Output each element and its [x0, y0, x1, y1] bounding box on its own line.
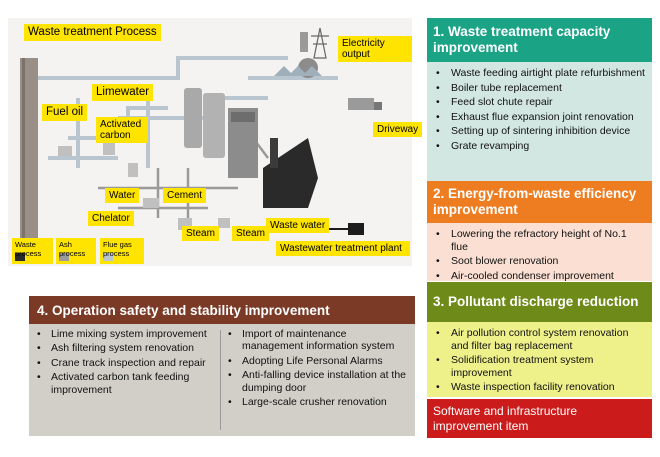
panel-software-title: Software and infrastructure improvement …	[433, 404, 578, 433]
label-waste-water: Waste water	[266, 218, 330, 233]
label-water: Water	[105, 188, 140, 203]
list-item: Lowering the refractory height of No.1 f…	[433, 228, 646, 253]
panel-3-list: Air pollution control system renovation …	[433, 327, 646, 394]
legend-swatch-flue	[103, 253, 113, 261]
list-item: Boiler tube replacement	[433, 82, 646, 95]
diagram-title: Waste treatment Process	[24, 24, 161, 41]
list-item: Air pollution control system renovation …	[433, 327, 646, 352]
panel-1-title: 1. Waste treatment capacity improvement	[433, 23, 611, 55]
list-item: Waste inspection facility renovation	[433, 381, 646, 394]
wastewater-tank	[348, 223, 364, 235]
panel-3-body: Air pollution control system renovation …	[427, 322, 652, 397]
legend-ash-process: Ash process	[56, 238, 96, 264]
process-diagram: Waste treatment Process Electricity outp…	[8, 18, 423, 266]
panel-4-body: Lime mixing system improvement Ash filte…	[29, 324, 415, 436]
truck	[348, 98, 374, 110]
list-item: Air-cooled condenser improvement	[433, 270, 646, 283]
label-chelator: Chelator	[88, 211, 134, 226]
legend-label-flue: Flue gas process	[103, 240, 132, 258]
panel-4-column-1: Lime mixing system improvement Ash filte…	[35, 328, 215, 398]
list-item: Lime mixing system improvement	[35, 328, 215, 341]
list-item: Grate revamping	[433, 140, 646, 153]
list-item: Crane track inspection and repair	[35, 357, 215, 370]
panel-2-header: 2. Energy-from-waste efficiency improvem…	[427, 181, 652, 223]
legend-swatch-waste	[15, 253, 25, 261]
label-steam-2: Steam	[232, 226, 269, 241]
list-item: Setting up of sintering inhibition devic…	[433, 125, 646, 138]
list-item: Exhaust flue expansion joint renovation	[433, 111, 646, 124]
legend-flue-gas-process: Flue gas process	[100, 238, 144, 264]
list-item: Adopting Life Personal Alarms	[226, 355, 408, 368]
label-electricity-output: Electricity output	[338, 36, 412, 62]
list-item: Anti-falling device installation at the …	[226, 369, 408, 394]
label-wastewater-plant: Wastewater treatment plant	[276, 241, 410, 256]
panel-4-list-2: Import of maintenance management informa…	[226, 328, 408, 409]
label-fuel-oil: Fuel oil	[42, 104, 88, 121]
list-item: Soot blower renovation	[433, 255, 646, 268]
panel-2-list: Lowering the refractory height of No.1 f…	[433, 228, 646, 282]
panel-4-title: 4. Operation safety and stability improv…	[37, 302, 330, 318]
panel-2-body: Lowering the refractory height of No.1 f…	[427, 223, 652, 282]
list-item: Waste feeding airtight plate refurbishme…	[433, 67, 646, 80]
list-item: Activated carbon tank feeding improvemen…	[35, 371, 215, 396]
label-limewater: Limewater	[92, 84, 154, 101]
panel-4-column-2: Import of maintenance management informa…	[226, 328, 408, 410]
panel-1-body: Waste feeding airtight plate refurbishme…	[427, 62, 652, 181]
panel-4-header: 4. Operation safety and stability improv…	[29, 296, 415, 324]
bag-filter	[203, 93, 225, 158]
label-cement: Cement	[163, 188, 207, 203]
list-item: Feed slot chute repair	[433, 96, 646, 109]
scrubber-tower	[184, 88, 202, 148]
panel-2-title: 2. Energy-from-waste efficiency improvem…	[433, 185, 637, 217]
panel-1-header: 1. Waste treatment capacity improvement	[427, 18, 652, 62]
waste-pit	[263, 138, 318, 208]
air-cooled-condenser	[274, 66, 322, 76]
label-activated-carbon: Activated carbon	[96, 117, 148, 143]
panel-software-header: Software and infrastructure improvement …	[427, 399, 652, 438]
label-steam-1: Steam	[182, 226, 219, 241]
power-tower	[311, 27, 329, 59]
list-item: Solidification treatment system improvem…	[433, 354, 646, 379]
panel-3-header: 3. Pollutant discharge reduction	[427, 282, 652, 322]
panel-1-list: Waste feeding airtight plate refurbishme…	[433, 67, 646, 153]
list-item: Ash filtering system renovation	[35, 342, 215, 355]
list-item: Large-scale crusher renovation	[226, 396, 408, 409]
legend-label-waste: Waste process	[15, 240, 42, 258]
label-driveway: Driveway	[373, 122, 423, 137]
legend-swatch-ash	[59, 253, 69, 261]
panel-4-list-1: Lime mixing system improvement Ash filte…	[35, 328, 215, 396]
column-divider	[220, 330, 221, 430]
panel-3-title: 3. Pollutant discharge reduction	[433, 293, 639, 309]
legend-waste-process: Waste process	[12, 238, 53, 264]
list-item: Import of maintenance management informa…	[226, 328, 408, 353]
legend-label-ash: Ash process	[59, 240, 86, 258]
